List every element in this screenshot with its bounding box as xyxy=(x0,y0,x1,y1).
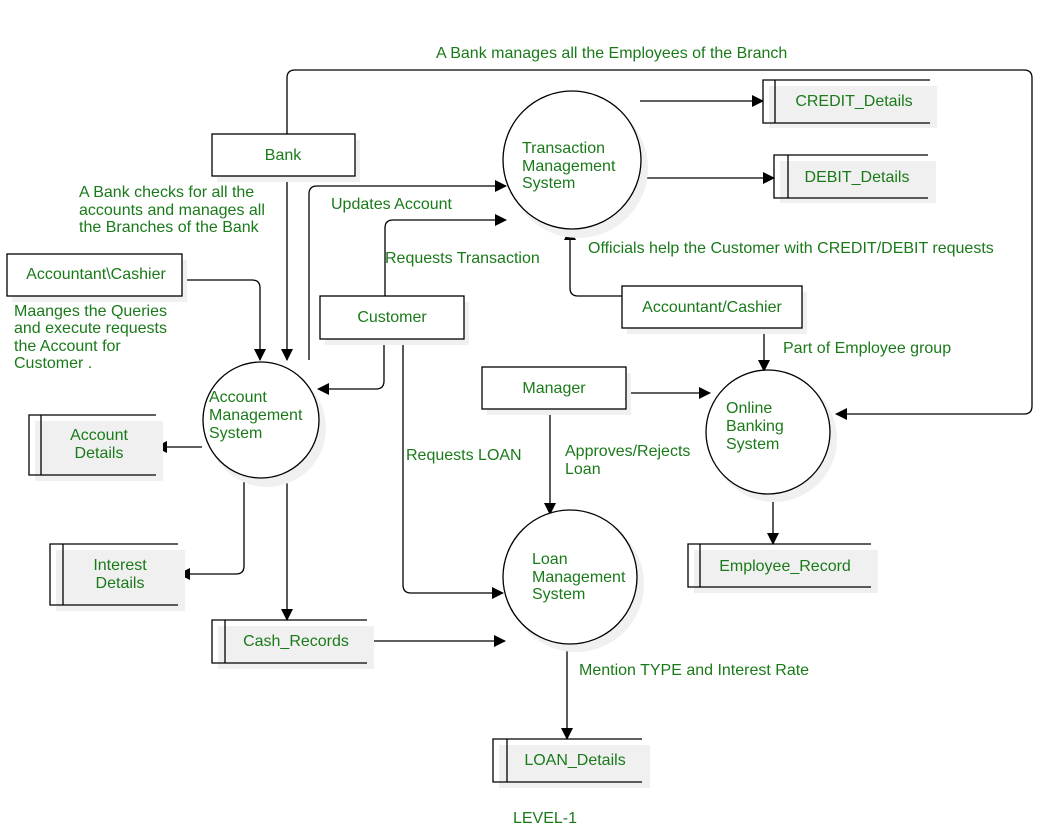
label-bank-checks-line2: accounts and manages all xyxy=(79,202,265,219)
label-bank-checks-line1: A Bank checks for all the xyxy=(79,184,254,201)
label-manages-queries-line2: and execute requests xyxy=(14,320,167,337)
store-interest-line1: Interest xyxy=(93,557,147,574)
edge-updates-account xyxy=(308,180,507,360)
process-loan-line1: Loan xyxy=(532,551,568,568)
entity-bank: Bank xyxy=(211,133,360,182)
label-approves-rejects: Approves/Rejects Loan xyxy=(565,443,690,478)
store-cash-records: Cash_Records xyxy=(211,619,374,669)
entity-manager: Manager xyxy=(481,366,631,415)
entity-customer-label: Customer xyxy=(357,309,427,326)
process-transaction: Transaction Management System xyxy=(502,90,648,238)
process-account: Account Management System xyxy=(202,361,326,487)
store-credit-label: CREDIT_Details xyxy=(795,93,912,110)
store-debit-details: DEBIT_Details xyxy=(773,154,936,203)
store-interest-line2: Details xyxy=(96,575,145,592)
entity-bank-label: Bank xyxy=(265,147,302,164)
label-bank-checks-line3: the Branches of the Bank xyxy=(79,219,260,236)
label-officials-help: Officials help the Customer with CREDIT/… xyxy=(588,240,994,257)
entity-accountant-cashier-left: Accountant\Cashier xyxy=(6,253,187,302)
entity-customer: Customer xyxy=(319,295,469,345)
edge-customer-to-account xyxy=(317,339,385,395)
store-interest-details: Interest Details xyxy=(49,543,185,611)
edge-accountant-left-to-account xyxy=(182,279,266,361)
store-account-line1: Account xyxy=(70,427,128,444)
store-account-details: Account Details xyxy=(28,414,163,481)
label-updates-account: Updates Account xyxy=(331,196,453,213)
label-manages-queries-line3: the Account for xyxy=(14,338,121,355)
label-bank-checks: A Bank checks for all the accounts and m… xyxy=(79,184,265,236)
edge-requests-transaction xyxy=(384,214,507,296)
entity-manager-label: Manager xyxy=(522,380,586,397)
label-part-of-employee: Part of Employee group xyxy=(783,340,951,357)
store-account-line2: Details xyxy=(75,445,124,462)
entity-accountant-left-label: Accountant\Cashier xyxy=(26,266,166,283)
store-loan-label: LOAN_Details xyxy=(524,752,625,769)
process-transaction-line1: Transaction xyxy=(522,140,605,157)
label-mention-type: Mention TYPE and Interest Rate xyxy=(579,662,809,679)
label-manages-queries-line1: Maanges the Queries xyxy=(14,303,167,320)
process-account-line2: Management xyxy=(209,407,303,424)
entity-accountant-cashier-right: Accountant/Cashier xyxy=(621,285,807,334)
process-account-line3: System xyxy=(209,425,262,442)
process-transaction-line3: System xyxy=(522,175,575,192)
label-manages-queries: Maanges the Queries and execute requests… xyxy=(14,303,167,372)
label-approves-line2: Loan xyxy=(565,461,601,478)
edge-to-interest-details xyxy=(178,480,245,580)
process-account-line1: Account xyxy=(209,389,267,406)
edge-requests-loan xyxy=(402,339,504,599)
label-requests-transaction: Requests Transaction xyxy=(385,250,540,267)
process-online-banking: Online Banking System xyxy=(705,369,837,502)
label-bank-manages: A Bank manages all the Employees of the … xyxy=(436,45,787,62)
store-credit-details: CREDIT_Details xyxy=(762,79,937,128)
store-employee-record: Employee_Record xyxy=(687,543,878,593)
process-online-line3: System xyxy=(726,436,779,453)
entity-accountant-right-label: Accountant/Cashier xyxy=(642,299,782,316)
diagram-footer-level: LEVEL-1 xyxy=(513,810,577,827)
process-transaction-line2: Management xyxy=(522,158,616,175)
edge-accountant-right-to-transaction xyxy=(564,228,622,297)
store-loan-details: LOAN_Details xyxy=(492,738,650,788)
process-loan: Loan Management System xyxy=(502,509,644,652)
store-employee-label: Employee_Record xyxy=(719,558,851,575)
process-online-line2: Banking xyxy=(726,418,784,435)
store-debit-label: DEBIT_Details xyxy=(805,169,910,186)
label-approves-line1: Approves/Rejects xyxy=(565,443,690,460)
process-loan-line3: System xyxy=(532,586,585,603)
label-requests-loan: Requests LOAN xyxy=(406,447,522,464)
edge-bank-to-online-banking xyxy=(286,69,1033,420)
store-cash-label: Cash_Records xyxy=(243,633,349,650)
label-manages-queries-line4: Customer . xyxy=(14,355,92,372)
process-online-line1: Online xyxy=(726,400,772,417)
process-loan-line2: Management xyxy=(532,569,626,586)
